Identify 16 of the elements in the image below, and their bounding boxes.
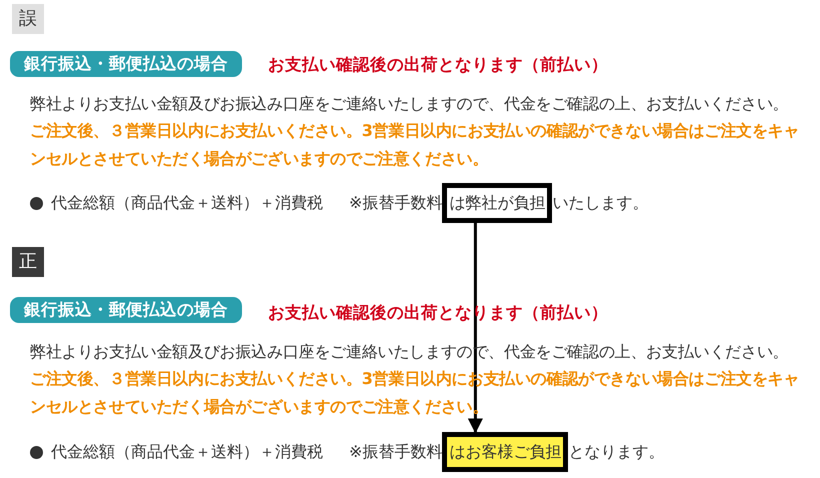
arrow [468,223,483,434]
fee-text: 代金総額（商品代金＋送料）＋消費税 [51,442,323,462]
correct-badge: 正 [12,247,44,277]
notice-heading: お支払い確認後の出荷となります（前払い） [268,54,608,76]
section-tag: 銀行振込・郵便払込の場合 [10,297,242,323]
instruction-text: 弊社よりお支払い金額及びお振込み口座をご連絡いたしますので、代金をご確認の上、お支払いください。 [30,94,788,115]
highlight-box: はお客様ご負担 [442,432,568,472]
fee-note-text: ※振替手数料 [349,442,442,462]
fee-note-text: となります。 [568,442,664,462]
fee-text: 代金総額（商品代金＋送料）＋消費税 [51,192,323,214]
highlight-box: は弊社が負担 [442,183,552,223]
warning-text: ご注文後、３営業日以内にお支払いください。3営業日以内にお支払いの確認ができない場合はご注文をキャンセルとさせていただく場合がございますのでご注意ください。 [30,120,800,170]
section-tag: 銀行振込・郵便払込の場合 [10,51,242,77]
fee-note-text: いたします。 [552,192,648,214]
incorrect-badge: 誤 [12,4,44,34]
fee-note-text: ※振替手数料 [349,192,442,214]
